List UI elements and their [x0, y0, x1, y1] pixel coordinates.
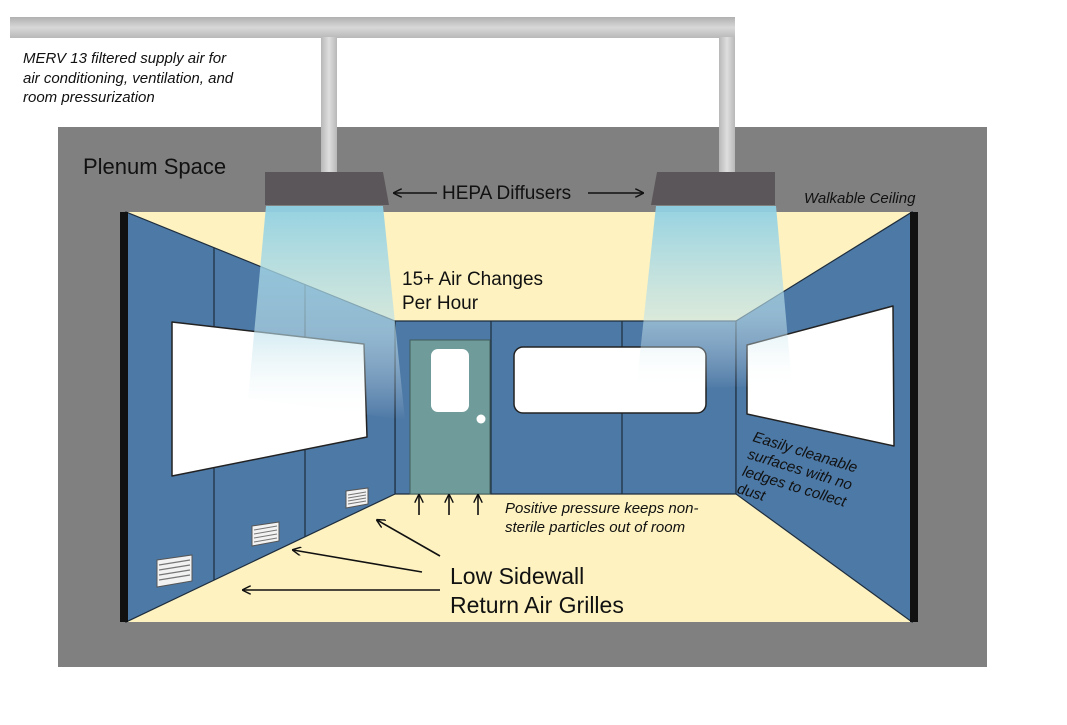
ceiling-label: Walkable Ceiling	[804, 190, 916, 207]
hepa-airflow-left	[248, 206, 405, 420]
return-air-grille	[156, 554, 193, 588]
pressure-label: Positive pressure keeps non- sterile par…	[505, 500, 703, 536]
door-knob	[476, 414, 486, 424]
room-edge-post-right	[910, 212, 918, 622]
hepa-diffuser-left	[265, 172, 389, 205]
duct-in-plenum-left	[321, 127, 337, 173]
hepa-airflow-right	[636, 206, 792, 390]
grille-arrow	[293, 550, 423, 573]
hepa-diffuser-right	[651, 172, 775, 205]
duct-in-plenum-right	[719, 127, 735, 173]
supply-duct-horizontal	[10, 17, 735, 38]
air-changes-label: 15+ Air Changes Per Hour	[402, 269, 548, 314]
hepa-label: HEPA Diffusers	[442, 183, 571, 204]
grille-arrow	[377, 520, 441, 557]
grilles-label: Low Sidewall Return Air Grilles	[450, 563, 624, 618]
return-air-grille	[251, 521, 280, 547]
supply-air-label: MERV 13 filtered supply air for air cond…	[23, 50, 237, 106]
return-air-grille	[345, 487, 369, 509]
room-edge-post-left	[120, 212, 128, 622]
door-window	[431, 349, 469, 412]
plenum-label: Plenum Space	[83, 154, 226, 179]
